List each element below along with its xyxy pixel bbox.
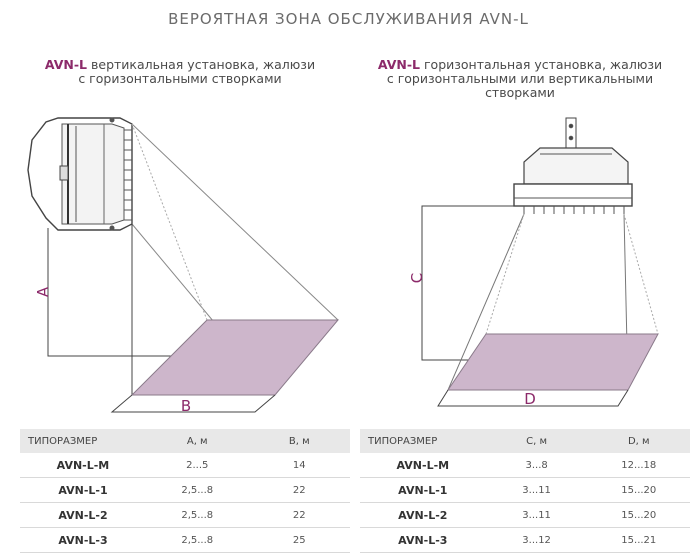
table-row: AVN-L-1 2,5...8 22: [20, 477, 350, 503]
row-value-c: 3...11: [485, 502, 588, 528]
left-model-name: AVN-L: [44, 57, 88, 72]
left-caption-line1: вертикальная установка, жалюзи: [91, 57, 316, 72]
row-value-d: 15...20: [587, 502, 690, 528]
row-value-a: 2,5...8: [145, 502, 249, 528]
right-model-name: AVN-L: [377, 57, 420, 72]
right-height-label: C: [408, 273, 426, 283]
row-value-c: 3...11: [485, 477, 588, 503]
column-header-size: ТИПОРАЗМЕР: [20, 429, 146, 453]
table-right: ТИПОРАЗМЕР C, м D, м AVN-L-M 3...8 12...…: [360, 429, 690, 553]
column-header-c: C, м: [485, 429, 588, 453]
left-service-zone: [130, 319, 340, 396]
left-height-label: A: [34, 286, 52, 297]
right-diagram: [421, 117, 659, 407]
table-row: AVN-L-M 3...8 12...18: [360, 453, 690, 478]
table-header-row: ТИПОРАЗМЕР C, м D, м: [360, 429, 690, 453]
column-header-b: B, м: [248, 429, 350, 453]
table-row: AVN-L-2 3...11 15...20: [360, 502, 690, 528]
row-model: AVN-L-2: [20, 502, 146, 528]
row-value-c: 3...8: [485, 453, 588, 478]
left-width-label: B: [181, 397, 191, 415]
row-model: AVN-L-M: [20, 453, 146, 478]
table-row: AVN-L-2 2,5...8 22: [20, 502, 350, 528]
page-title: ВЕРОЯТНАЯ ЗОНА ОБСЛУЖИВАНИЯ AVN-L: [168, 10, 529, 28]
left-diagram: [27, 117, 340, 413]
right-service-zone: [447, 333, 659, 391]
row-value-a: 2...5: [145, 453, 249, 478]
left-unit-icon: [27, 117, 133, 231]
right-width-label: D: [524, 390, 536, 408]
row-model: AVN-L-M: [360, 453, 486, 478]
left-caption-line2: с горизонтальными створками: [78, 71, 282, 86]
row-model: AVN-L-3: [360, 527, 486, 553]
row-value-d: 15...21: [587, 527, 690, 553]
row-value-d: 12...18: [587, 453, 690, 478]
table-row: AVN-L-M 2...5 14: [20, 453, 350, 478]
column-header-a: A, м: [145, 429, 249, 453]
row-model: AVN-L-1: [360, 477, 486, 503]
row-value-b: 22: [248, 502, 350, 528]
row-value-b: 25: [248, 527, 350, 553]
right-unit-icon: [513, 117, 633, 214]
table-row: AVN-L-1 3...11 15...20: [360, 477, 690, 503]
row-value-b: 14: [248, 453, 350, 478]
row-value-a: 2,5...8: [145, 477, 249, 503]
right-caption-line2: с горизонтальными или вертикальными: [386, 71, 654, 86]
table-row: AVN-L-3 3...12 15...21: [360, 527, 690, 553]
column-header-size: ТИПОРАЗМЕР: [360, 429, 486, 453]
table-row: AVN-L-3 2,5...8 25: [20, 527, 350, 553]
table-header-row: ТИПОРАЗМЕР A, м B, м: [20, 429, 350, 453]
right-caption-line1: горизонтальная установка, жалюзи: [423, 57, 663, 72]
row-value-d: 15...20: [587, 477, 690, 503]
row-value-a: 2,5...8: [145, 527, 249, 553]
left-caption: AVN-L вертикальная установка, жалюзи с г…: [20, 58, 340, 86]
row-model: AVN-L-2: [360, 502, 486, 528]
row-model: AVN-L-3: [20, 527, 146, 553]
row-value-b: 22: [248, 477, 350, 503]
table-left: ТИПОРАЗМЕР A, м B, м AVN-L-M 2...5 14 AV…: [20, 429, 350, 553]
right-caption-line3: створками: [485, 85, 555, 100]
right-caption: AVN-L горизонтальная установка, жалюзи с…: [360, 58, 680, 100]
row-model: AVN-L-1: [20, 477, 146, 503]
row-value-c: 3...12: [485, 527, 588, 553]
column-header-d: D, м: [587, 429, 690, 453]
